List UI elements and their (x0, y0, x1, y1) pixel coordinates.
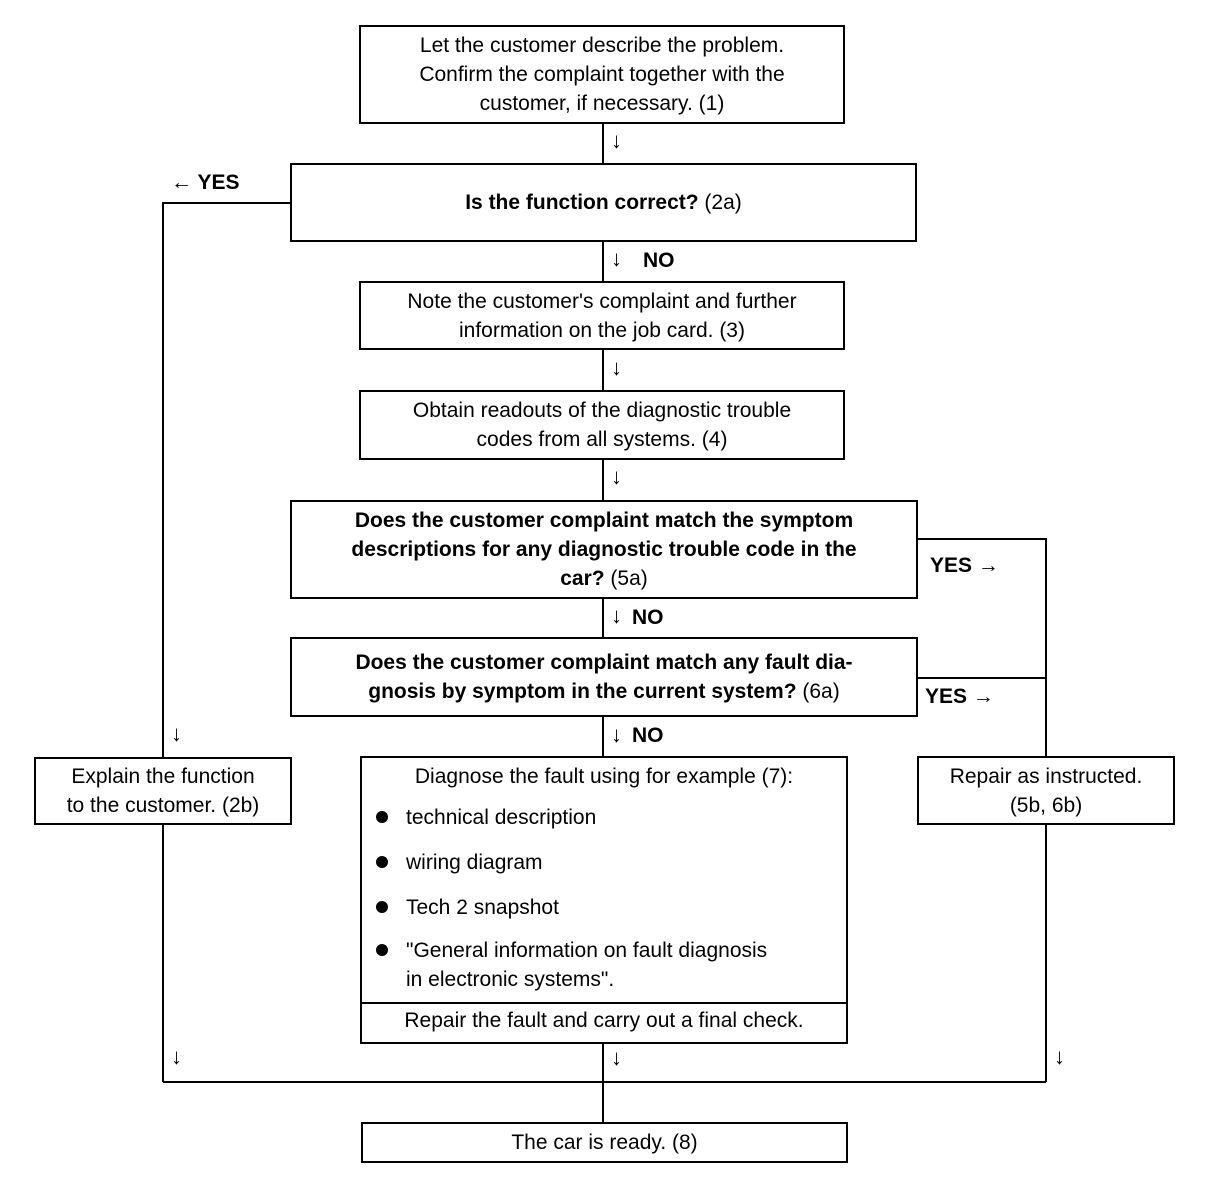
step-2b-line-2: to the customer. (2b) (66, 794, 260, 817)
arrow-2b-down: ↓ (171, 1044, 182, 1069)
step-5b-6b-box: Repair as instructed. (5b, 6b) (917, 756, 1175, 825)
step-1-line-3: customer, if necessary. (1) (479, 92, 725, 115)
step-7-title: Diagnose the fault using for example (7)… (414, 765, 794, 788)
arrow-to-2b: ↓ (171, 721, 182, 746)
bullet-icon (376, 944, 388, 956)
list-item: technical description (376, 803, 846, 832)
step-6a-line-2: gnosis by symptom in the current system? (368, 680, 797, 703)
step-1-box: Let the customer describe the problem. C… (359, 25, 845, 124)
bullet-icon (376, 856, 388, 868)
step-7-diagnose-box: Diagnose the fault using for example (7)… (360, 756, 848, 1044)
yes-label-left: ← YES (171, 171, 240, 194)
no-label-6a: NO (632, 724, 664, 747)
step-4-line-1: Obtain readouts of the diagnostic troubl… (412, 399, 792, 422)
step-6a-line-1: Does the customer complaint match any fa… (355, 651, 853, 674)
step-2a-ref: (2a) (698, 191, 742, 214)
no-label-5a: NO (632, 606, 664, 629)
step-4-box: Obtain readouts of the diagnostic troubl… (359, 390, 845, 460)
step-3-box: Note the customer's complaint and furthe… (359, 281, 845, 350)
step-5a-line-3: car? (560, 567, 605, 590)
step-2b-box: Explain the function to the customer. (2… (34, 757, 292, 825)
step-7-footer: Repair the fault and carry out a final c… (362, 1002, 846, 1042)
step-2b-line-1: Explain the function (71, 765, 255, 788)
step-2a-question: Is the function correct? (465, 191, 699, 214)
step-7-list: technical description wiring diagram Tec… (362, 803, 846, 994)
step-5a-ref: (5a) (604, 567, 648, 590)
arrow-1-2a: ↓ (611, 128, 622, 153)
step-7-item-4-line-2: in electronic systems". (406, 968, 615, 991)
step-7-item-1: technical description (406, 806, 597, 829)
yes-label-6a: YES → (925, 685, 994, 708)
step-7-item-4-line-1: "General information on fault diagnosis (406, 939, 768, 962)
step-2a-decision-box: Is the function correct? (2a) (290, 163, 917, 242)
step-8-text: The car is ready. (8) (511, 1131, 698, 1154)
yes-label-5a: YES → (930, 554, 999, 577)
step-6a-decision-box: Does the customer complaint match any fa… (290, 637, 918, 717)
arrow-7-down: ↓ (611, 1045, 622, 1070)
arrow-2a-3: ↓ (611, 246, 622, 271)
step-3-line-2: information on the job card. (3) (459, 318, 745, 342)
step-5a-decision-box: Does the customer complaint match the sy… (290, 500, 918, 599)
list-item: wiring diagram (376, 848, 846, 877)
step-6a-ref: (6a) (796, 680, 840, 703)
list-item: "General information on fault diagnosis i… (376, 936, 846, 994)
no-label-2a: NO (643, 249, 675, 272)
step-1-line-1: Let the customer describe the problem. (419, 34, 785, 57)
arrow-5a-6a: ↓ (611, 603, 622, 628)
bullet-icon (376, 901, 388, 913)
arrow-4-5a: ↓ (611, 464, 622, 489)
bullet-icon (376, 811, 388, 823)
arrow-6a-7: ↓ (611, 722, 622, 747)
step-5b-6b-line-2: (5b, 6b) (1009, 793, 1083, 817)
step-8-box: The car is ready. (8) (361, 1122, 848, 1163)
step-7-item-2: wiring diagram (406, 851, 543, 874)
step-7-item-3: Tech 2 snapshot (406, 896, 559, 919)
arrow-5b-down: ↓ (1054, 1044, 1065, 1069)
step-5a-line-2: descriptions for any diagnostic trouble … (351, 538, 857, 561)
connector-yes-5a (918, 538, 1047, 756)
step-1-line-2: Confirm the complaint together with the (419, 63, 785, 86)
connector-yes-2a-2b (162, 202, 290, 757)
step-5a-line-1: Does the customer complaint match the sy… (354, 509, 854, 532)
step-5b-6b-line-1: Repair as instructed. (949, 764, 1143, 788)
step-3-line-1: Note the customer's complaint and furthe… (407, 289, 797, 313)
arrow-3-4: ↓ (611, 355, 622, 380)
step-4-line-2: codes from all systems. (4) (476, 428, 728, 451)
list-item: Tech 2 snapshot (376, 893, 846, 922)
